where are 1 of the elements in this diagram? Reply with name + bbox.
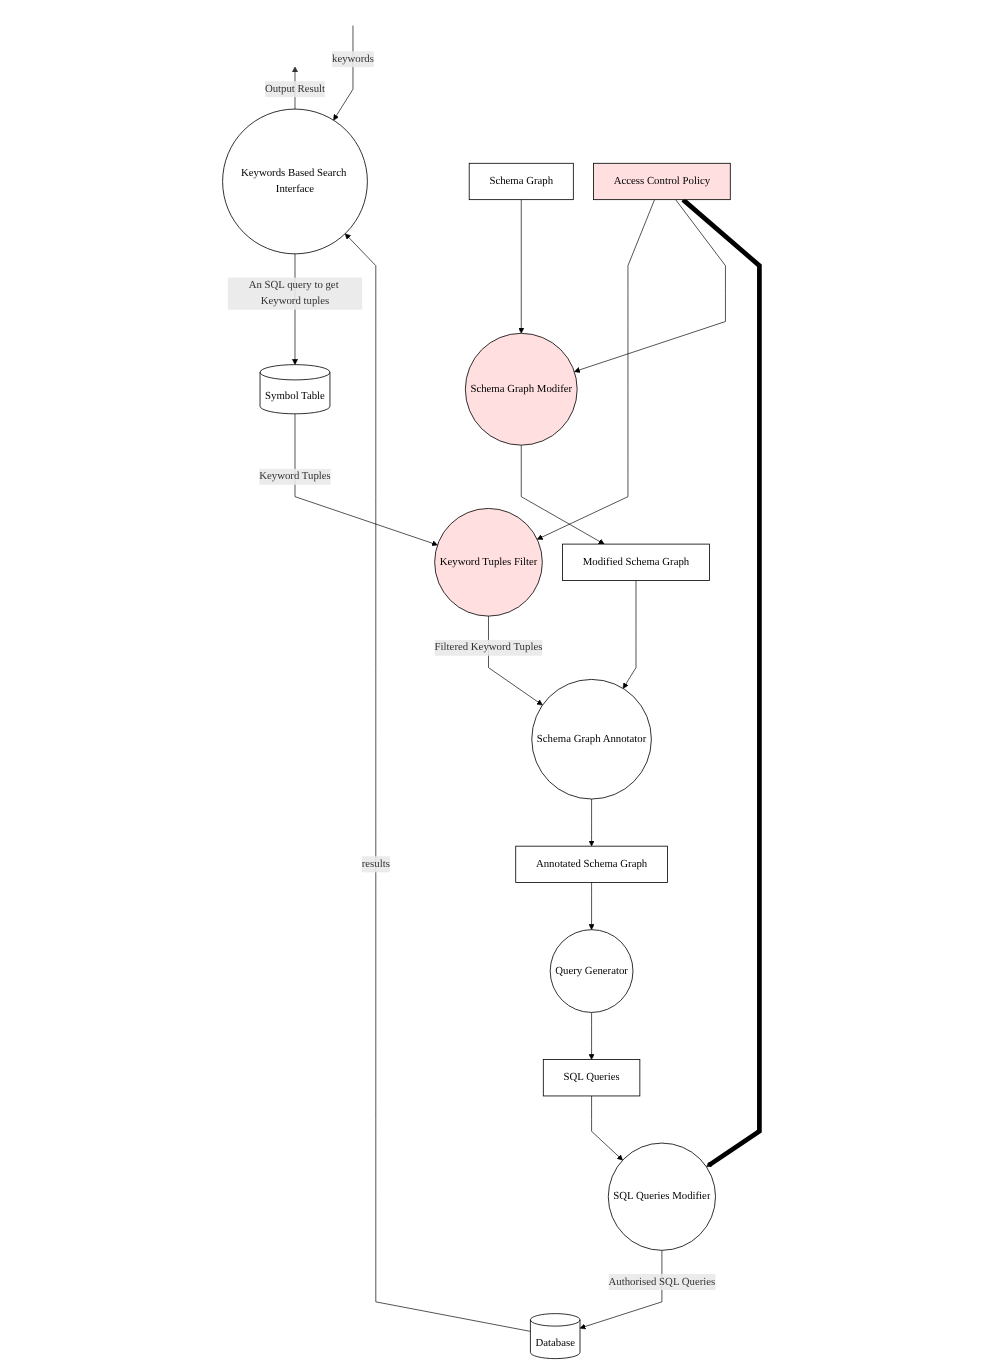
- arrow: [681, 197, 762, 1168]
